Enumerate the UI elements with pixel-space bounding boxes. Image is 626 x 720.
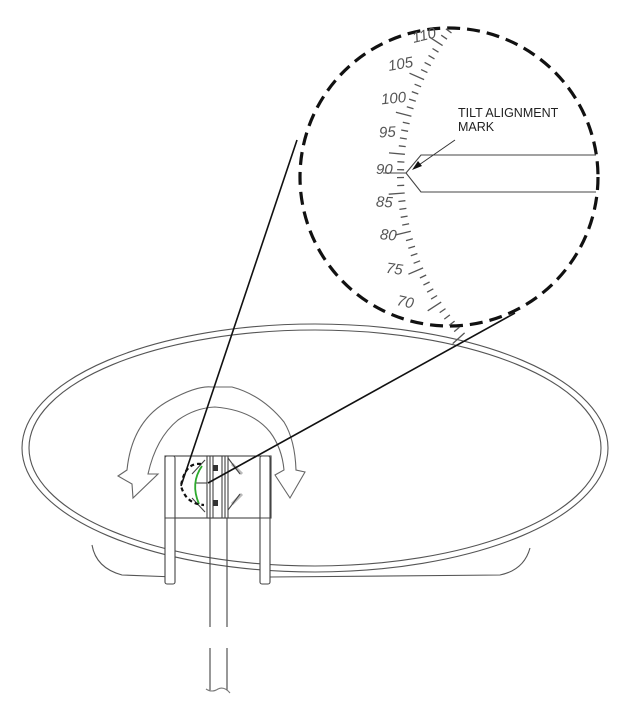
scale-tick <box>399 137 407 140</box>
scale-tick <box>453 326 460 333</box>
scale-tick <box>408 267 424 275</box>
scale-tick <box>414 83 422 88</box>
dish-reflector <box>21 323 609 578</box>
scale-tick <box>388 192 405 195</box>
scale-tick <box>430 294 438 300</box>
scale-tick <box>405 238 413 242</box>
scale-label-80: 80 <box>379 226 398 244</box>
scale-label-70: 70 <box>395 292 415 312</box>
mast-pipe <box>205 518 231 694</box>
scale-tick <box>424 61 432 67</box>
scale-tick <box>426 288 434 293</box>
scale-tick <box>410 252 418 257</box>
callout-label-line2: MARK <box>458 120 495 134</box>
scale-tick <box>420 69 428 74</box>
scale-tick <box>402 223 410 226</box>
scale-tick <box>443 314 451 320</box>
scale-tick <box>400 215 408 218</box>
callout-leader <box>412 139 456 170</box>
scale-tick <box>399 207 407 211</box>
detail-leader-lines <box>180 139 516 487</box>
scale-tick <box>419 274 427 279</box>
scale-label-95: 95 <box>379 124 397 142</box>
scale-tick <box>428 54 435 60</box>
scale-tick <box>413 260 421 264</box>
scale-tick <box>411 90 419 95</box>
scale-tick <box>398 145 406 148</box>
scale-tick <box>440 34 448 40</box>
scale-tick <box>439 308 446 314</box>
scale-label-75: 75 <box>385 260 405 279</box>
rotation-arrow-icon <box>116 386 306 500</box>
scale-tick <box>398 200 406 203</box>
scale-tick <box>395 230 411 236</box>
tilt-scale-highlight <box>194 465 203 505</box>
mounting-bracket <box>164 455 272 585</box>
scale-tick <box>427 301 442 312</box>
scale-tick <box>388 152 405 155</box>
callout-label-line1: TILT ALIGNMENT <box>458 106 559 120</box>
scale-tick <box>445 28 452 34</box>
scale-tick <box>401 129 409 132</box>
detail-reference-circle <box>179 462 205 507</box>
scale-label-100: 100 <box>380 89 407 109</box>
scale-tick <box>406 106 414 110</box>
scale-tick <box>408 98 417 102</box>
scale-tick <box>423 281 430 286</box>
detail-view: 110 105 100 95 90 85 80 75 70 TILT ALIGN… <box>298 24 600 345</box>
scale-label-85: 85 <box>376 194 394 212</box>
scale-label-105: 105 <box>387 54 415 75</box>
scale-tick <box>402 121 410 125</box>
scale-tick <box>409 72 425 81</box>
tilt-alignment-pointer <box>383 154 596 193</box>
tilt-scale-ticks <box>388 28 466 345</box>
scale-tick <box>452 332 466 345</box>
scale-tick <box>448 320 456 326</box>
scale-label-110: 110 <box>410 24 438 46</box>
scale-tick <box>395 111 412 117</box>
scale-tick <box>428 36 443 47</box>
scale-label-90: 90 <box>376 161 393 178</box>
scale-tick <box>432 47 439 53</box>
arrowhead-icon <box>412 161 422 170</box>
tilt-scale-labels: 110 105 100 95 90 85 80 75 70 <box>376 24 439 312</box>
scale-tick <box>408 245 416 249</box>
